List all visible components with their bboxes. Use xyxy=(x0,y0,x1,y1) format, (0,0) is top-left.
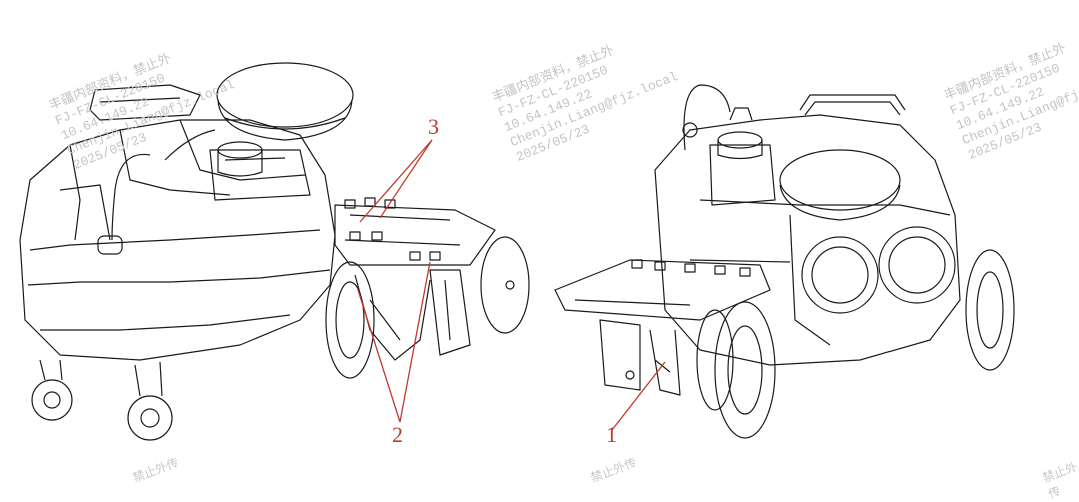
callout-leaders xyxy=(357,139,666,431)
callout-2: 2 xyxy=(392,422,403,447)
callout-3: 3 xyxy=(428,114,439,139)
leader-2a xyxy=(357,289,401,423)
left-gnss-dome xyxy=(216,62,354,128)
right-handle xyxy=(799,94,906,111)
right-camera-right xyxy=(878,226,956,304)
left-caster-wheel-1 xyxy=(31,379,73,421)
callout-1: 1 xyxy=(606,422,617,447)
left-cutting-disc xyxy=(480,236,530,334)
leader-2b xyxy=(399,261,431,423)
left-mount-plate xyxy=(334,204,496,266)
right-drive-wheel-1 xyxy=(965,249,1015,371)
right-body-shell xyxy=(654,114,961,366)
left-robot xyxy=(19,62,530,441)
left-body-shell xyxy=(19,119,336,361)
right-camera-left xyxy=(801,236,879,314)
right-mount-plate xyxy=(554,259,771,321)
leader-3a xyxy=(359,139,433,223)
leader-3b xyxy=(379,139,433,219)
right-drive-wheel-2 xyxy=(714,301,776,439)
right-robot xyxy=(554,84,1015,439)
right-gnss-dome xyxy=(779,149,901,211)
left-handle xyxy=(89,84,201,121)
leader-1 xyxy=(611,361,666,431)
left-caster-wheel-2 xyxy=(127,395,173,441)
right-cutting-disc xyxy=(696,309,734,411)
left-drive-wheel xyxy=(325,261,375,379)
